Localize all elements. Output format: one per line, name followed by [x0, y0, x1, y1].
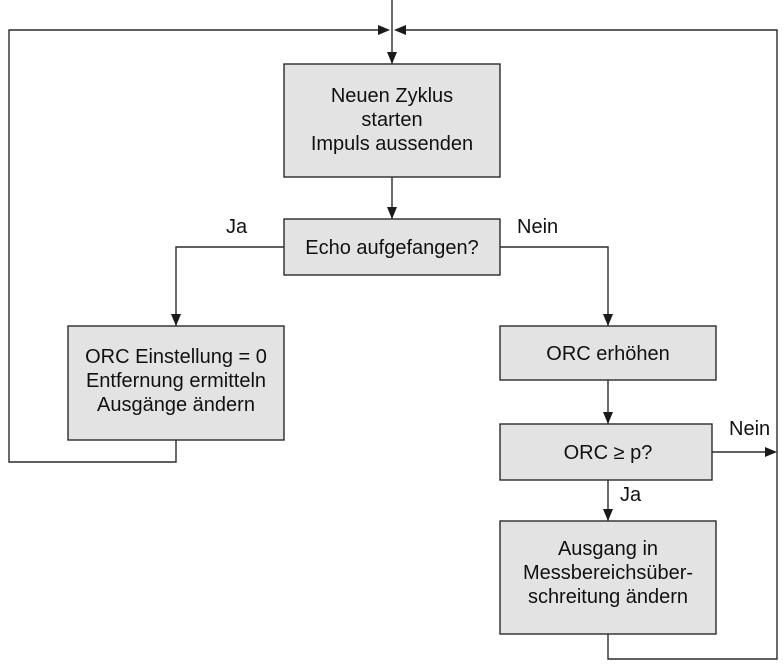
- arrowhead-into-echo: [387, 207, 397, 219]
- overrange-output-line-3: schreitung ändern: [528, 586, 688, 608]
- connector-right-return-loop: [404, 29, 778, 660]
- arrowhead-orc-no: [765, 447, 777, 457]
- start-cycle-line-1: Neuen Zyklus: [331, 85, 453, 107]
- orc-reset-box: [67, 325, 285, 441]
- arrowhead-left-return: [378, 25, 390, 35]
- orc-reset-line-3: Ausgänge ändern: [97, 394, 255, 416]
- overrange-output-box: [499, 520, 717, 635]
- overrange-output-line-1: Ausgang in: [558, 538, 658, 560]
- start-cycle-line-2: starten: [361, 109, 422, 131]
- arrowhead-into-overrange: [603, 509, 613, 521]
- connector-echo-yes: [175, 246, 284, 326]
- orc-increase-box: [499, 325, 717, 381]
- echo-decision-label: Echo aufgefangen?: [305, 237, 479, 259]
- edge-label-echo-no: Nein: [517, 216, 558, 238]
- edge-label-orc-no: Nein: [729, 418, 770, 440]
- orc-decision-box: [499, 423, 713, 481]
- orc-reset-line-1: ORC Einstellung = 0: [85, 346, 267, 368]
- start-cycle-box: [283, 63, 501, 178]
- arrowhead-into-orc-decision: [603, 412, 613, 424]
- connector-left-return-loop: [8, 29, 380, 463]
- arrowhead-into-orc-increase: [603, 314, 613, 326]
- orc-increase-label: ORC erhöhen: [546, 343, 669, 365]
- connector-echo-no: [500, 246, 609, 326]
- arrowhead-into-start: [387, 52, 397, 64]
- edge-label-orc-yes: Ja: [620, 484, 642, 506]
- start-cycle-line-3: Impuls aussenden: [311, 133, 473, 155]
- overrange-output-line-2: Messbereichsüber-: [523, 562, 693, 584]
- edge-label-echo-yes: Ja: [226, 216, 248, 238]
- arrowhead-right-return: [394, 25, 406, 35]
- arrowhead-into-orc-reset: [171, 314, 181, 326]
- echo-decision-box: [283, 218, 501, 276]
- orc-decision-label: ORC ≥ p?: [564, 442, 653, 464]
- orc-reset-line-2: Entfernung ermitteln: [86, 370, 266, 392]
